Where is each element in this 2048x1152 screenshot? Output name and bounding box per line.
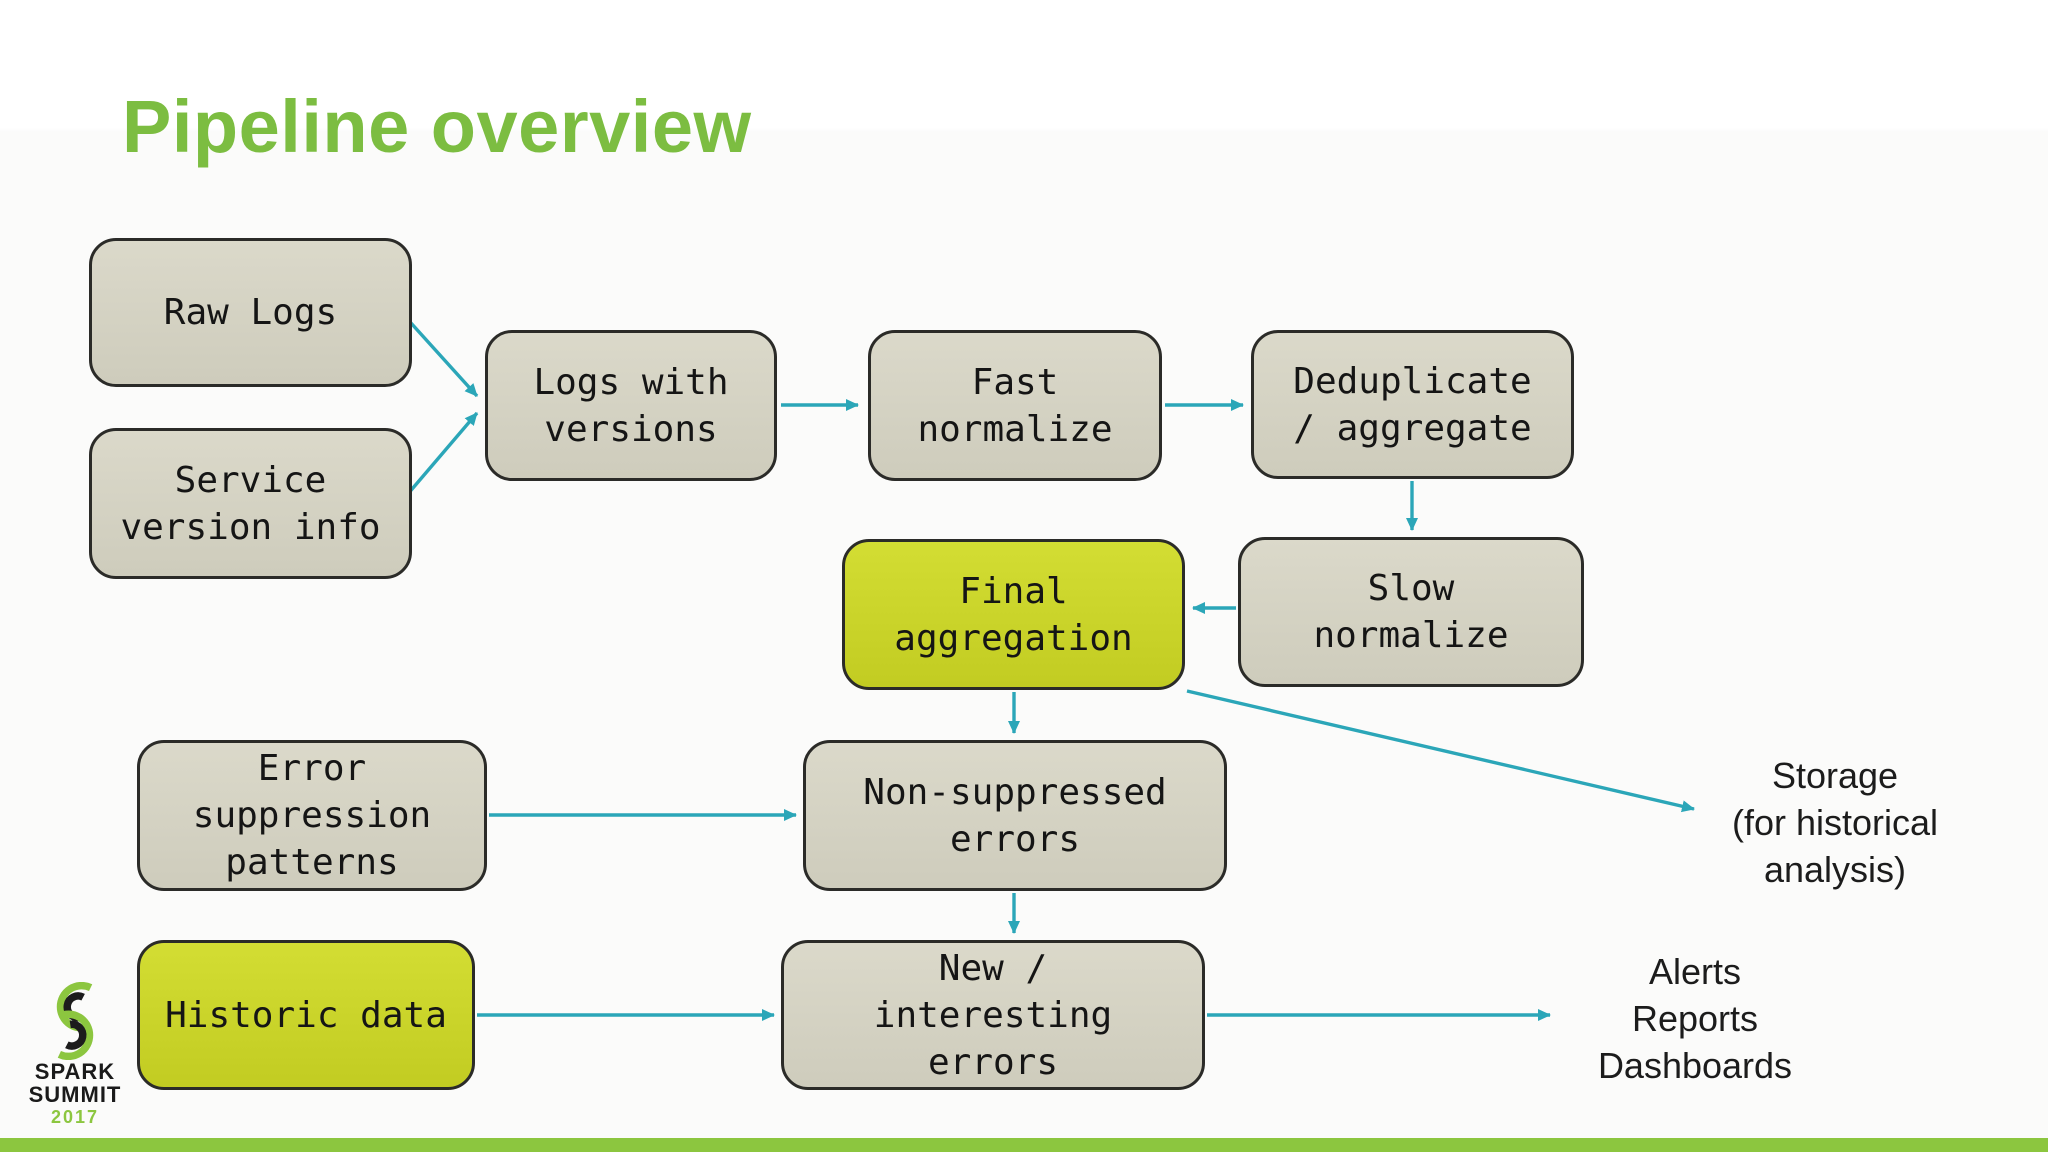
node-non-suppressed-errors: Non-suppressed errors (803, 740, 1227, 891)
node-logs-with-versions: Logs with versions (485, 330, 777, 481)
node-new-interesting-errors: New / interesting errors (781, 940, 1205, 1090)
node-slow-normalize: Slow normalize (1238, 537, 1584, 687)
node-final-aggregation: Final aggregation (842, 539, 1185, 690)
arrow-raw-logs-to-logs-with-versions (399, 310, 479, 398)
logo-line-summit: SUMMIT (28, 1082, 122, 1107)
node-error-suppression-patterns: Error suppression patterns (137, 740, 487, 891)
node-deduplicate-aggregate: Deduplicate / aggregate (1251, 330, 1574, 479)
bottom-accent-bar (0, 1138, 2048, 1152)
spark-summit-logo: SPARK SUMMIT 2017 (16, 982, 134, 1128)
logo-year: 2017 (50, 1107, 100, 1127)
node-historic-data: Historic data (137, 940, 475, 1090)
arrow-final-aggregation-to-storage (1186, 689, 1695, 813)
node-service-version-info: Service version info (89, 428, 412, 579)
alerts-label: Alerts Reports Dashboards (1597, 951, 1793, 1086)
logo-line-spark: SPARK (34, 1059, 116, 1084)
spark-summit-logo-icon (56, 982, 94, 1060)
arrow-service-version-to-logs-with-versions (399, 411, 479, 504)
page-title: Pipeline overview (122, 85, 752, 168)
storage-label: Storage (for historical analysis) (1731, 755, 1939, 890)
node-raw-logs: Raw Logs (89, 238, 412, 387)
node-fast-normalize: Fast normalize (868, 330, 1162, 481)
